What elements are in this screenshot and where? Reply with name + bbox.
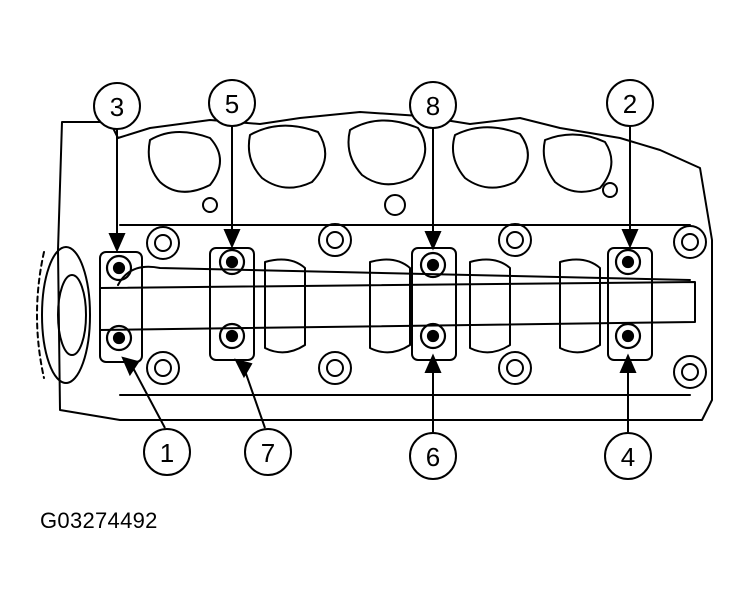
callout-circle-8 (409, 81, 457, 129)
leader-3 (108, 128, 126, 253)
bearing-caps (99, 247, 653, 363)
figure-id: G03274492 (40, 508, 158, 533)
callout-label-1: 1 (160, 438, 174, 468)
cam-sprocket-hub (57, 274, 87, 356)
leader-5 (223, 126, 241, 249)
callout-label-4: 4 (621, 442, 635, 472)
leader-8 (424, 128, 442, 251)
cam-sprocket (41, 246, 91, 384)
callout-circle-3 (93, 82, 141, 130)
intake-ports (147, 119, 618, 216)
callout-circle-5 (208, 79, 256, 127)
callout-label-8: 8 (426, 91, 440, 121)
callout-circle-6 (409, 432, 457, 480)
callout-label-5: 5 (225, 89, 239, 119)
leader-6 (424, 353, 442, 432)
cylinder-head-outline (57, 111, 713, 421)
camshaft-body (99, 281, 696, 331)
callout-label-3: 3 (110, 92, 124, 122)
callout-label-7: 7 (261, 438, 275, 468)
callout-circle-1 (143, 428, 191, 476)
cam-sprocket-teeth (36, 251, 45, 379)
camshaft-lobes (264, 258, 601, 354)
leader-7 (234, 358, 266, 429)
leader-2 (621, 126, 639, 249)
callout-circle-2 (606, 79, 654, 127)
cap-bolts (105, 248, 642, 352)
leader-1 (121, 356, 166, 429)
callout-circle-4 (604, 432, 652, 480)
head-bolts (146, 223, 707, 389)
leader-4 (619, 353, 637, 432)
callout-label-2: 2 (623, 89, 637, 119)
callout-circle-7 (244, 428, 292, 476)
callout-label-6: 6 (426, 442, 440, 472)
